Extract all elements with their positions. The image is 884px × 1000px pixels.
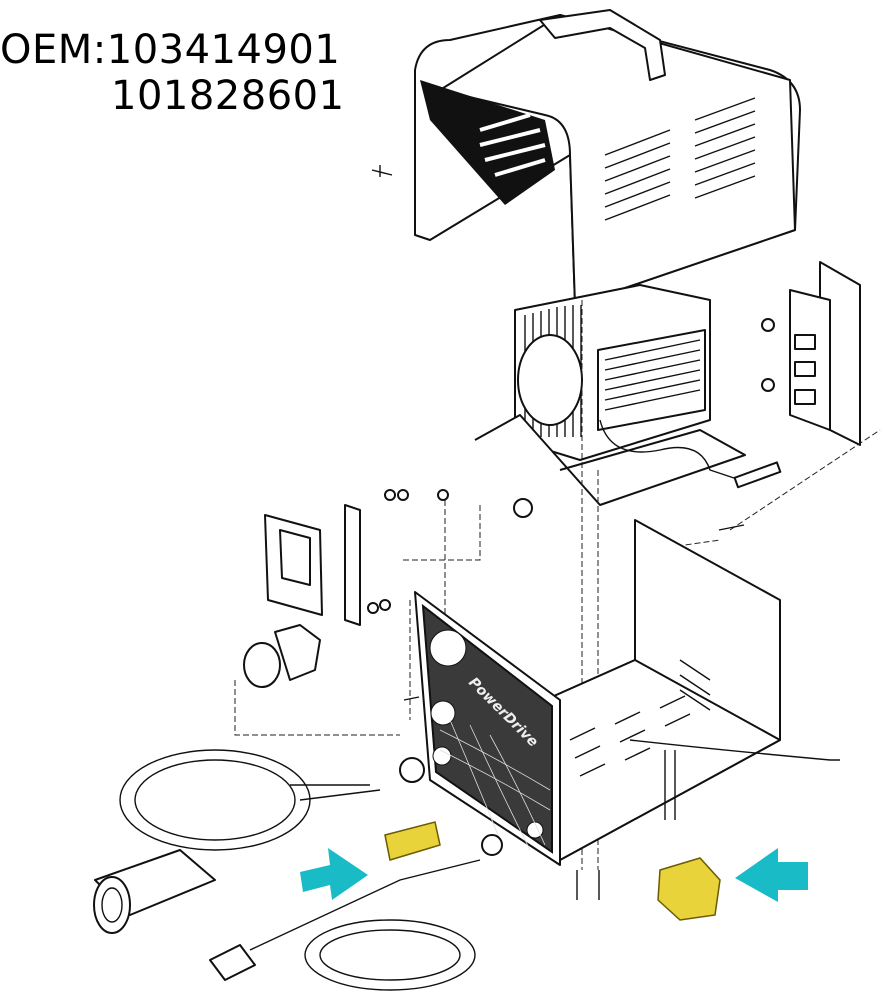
chassis-base	[544, 519, 840, 861]
arrow-right-icon	[300, 848, 368, 900]
charger-cover	[371, 9, 801, 306]
highlighted-relay	[657, 857, 721, 921]
ac-cord	[209, 834, 503, 991]
highlighted-fuse-holder	[384, 821, 441, 861]
cover-handle	[539, 9, 666, 81]
arrow-left-icon	[735, 848, 808, 902]
front-panel: PowerDrive	[414, 591, 561, 866]
dc-receptacle	[243, 489, 449, 688]
oem-number-primary: OEM:103414901	[0, 27, 341, 73]
hex-nut	[513, 498, 533, 518]
oem-number-secondary: 101828601	[111, 73, 345, 119]
dc-cord	[93, 749, 425, 934]
terminal-board	[761, 261, 861, 446]
transformer	[474, 284, 782, 506]
